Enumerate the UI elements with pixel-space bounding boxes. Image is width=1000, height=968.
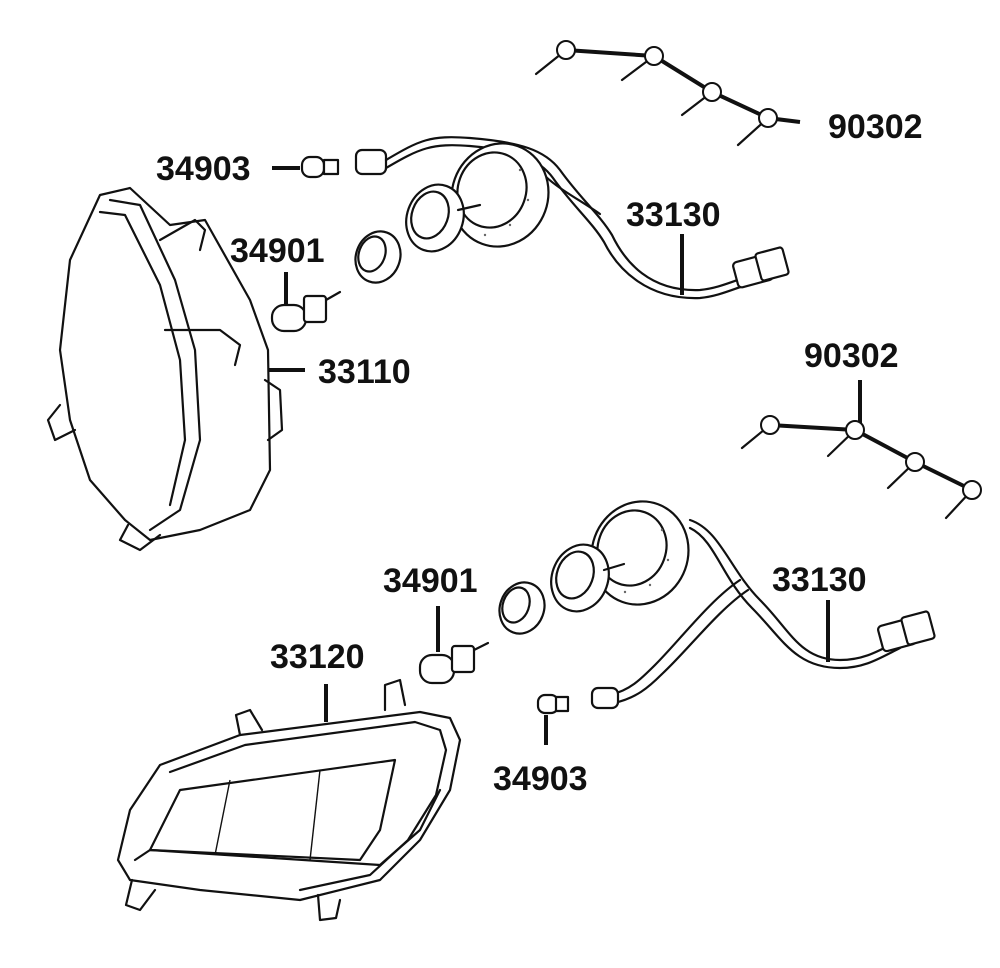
seal-ring-upper	[354, 230, 402, 284]
bolt-upper-3	[680, 82, 722, 117]
label-head-bulb-upper: 34901	[230, 232, 325, 270]
label-bolt-upper: 90302	[828, 108, 923, 146]
pilot-bulb-upper	[300, 155, 340, 179]
bolt-lower-2	[826, 420, 865, 458]
headlight-left	[116, 678, 462, 922]
bolt-set-lower	[740, 380, 982, 520]
bolt-set-upper	[534, 40, 801, 147]
dust-cover-lower	[590, 500, 690, 606]
headlight-right	[46, 186, 284, 552]
dust-cover-upper	[450, 142, 550, 248]
label-bolt-lower: 90302	[804, 337, 899, 375]
label-headlight-left: 33120	[270, 638, 365, 676]
harness-upper	[354, 136, 790, 300]
label-headlight-right: 33110	[318, 353, 411, 391]
bolt-upper-1	[534, 40, 576, 76]
harness-lower	[590, 518, 936, 710]
bolt-lower-4	[944, 480, 982, 520]
label-harness-lower: 33130	[772, 561, 867, 599]
bolt-lower-3	[886, 452, 925, 490]
label-pilot-bulb-upper: 34903	[156, 150, 251, 188]
bulb-socket-ring-upper	[405, 183, 482, 253]
head-bulb-lower	[418, 641, 490, 685]
label-pilot-bulb-lower: 34903	[493, 760, 588, 798]
label-harness-upper: 33130	[626, 196, 721, 234]
bulb-socket-ring-lower	[550, 543, 626, 613]
label-head-bulb-lower: 34901	[383, 562, 478, 600]
bolt-upper-4	[736, 108, 778, 147]
seal-ring-lower	[498, 581, 546, 635]
pilot-bulb-lower	[536, 693, 570, 715]
head-bulb-upper	[270, 290, 342, 333]
bolt-upper-2	[620, 46, 664, 82]
bolt-lower-1	[740, 415, 780, 450]
